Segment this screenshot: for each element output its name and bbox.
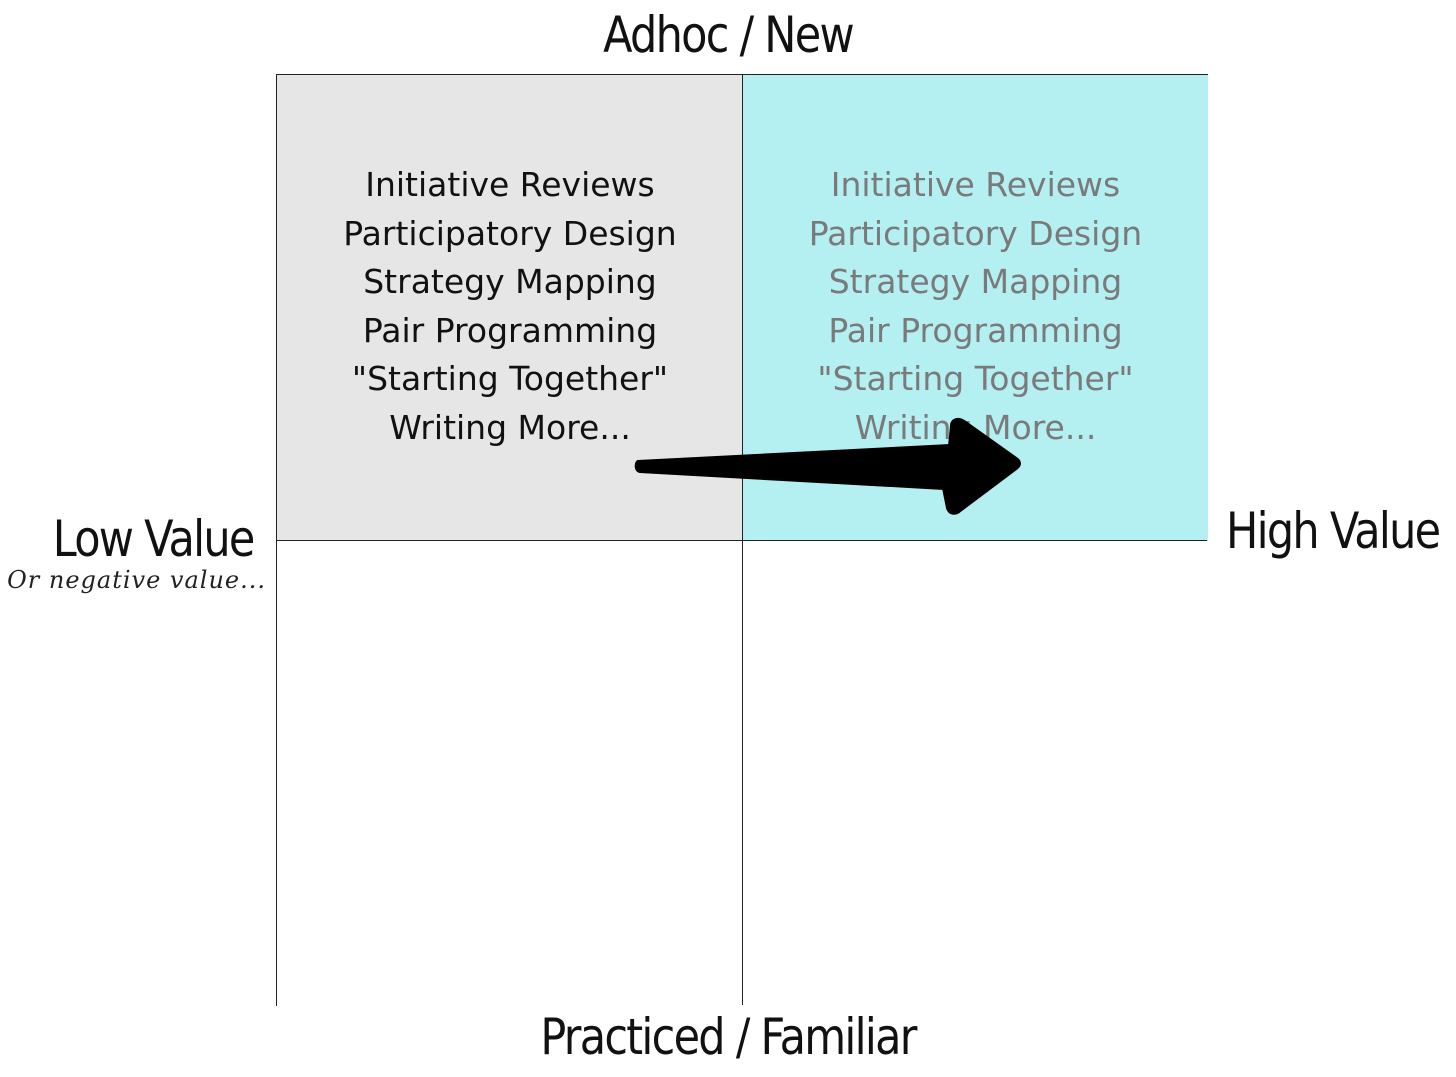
quadrant-top-left-list: Initiative Reviews Participatory Design …	[277, 161, 743, 453]
list-item: "Starting Together"	[817, 359, 1134, 399]
list-item: Initiative Reviews	[365, 165, 655, 204]
list-item: Participatory Design	[808, 213, 1143, 253]
axis-label-top: Adhoc / New	[603, 6, 855, 64]
quadrant-bottom-left	[277, 541, 743, 1006]
axis-label-left-note: Or negative value...	[7, 566, 266, 594]
axis-label-left: Low Value	[53, 510, 256, 568]
list-item: Initiative Reviews	[830, 165, 1121, 204]
list-item: Participatory Design	[343, 213, 677, 253]
list-item: Strategy Mapping	[828, 262, 1123, 302]
list-item: Pair Programming	[362, 310, 658, 350]
quadrant-grid: Initiative Reviews Participatory Design …	[276, 74, 1208, 1006]
list-item: Writing More...	[854, 407, 1097, 447]
quadrant-bottom-right	[743, 541, 1208, 1006]
quadrant-top-left: Initiative Reviews Participatory Design …	[277, 75, 743, 541]
axis-label-bottom: Practiced / Familiar	[540, 1008, 917, 1066]
list-item: "Starting Together"	[351, 359, 669, 399]
list-item: Strategy Mapping	[363, 262, 657, 302]
quadrant-top-right: Initiative Reviews Participatory Design …	[743, 75, 1208, 541]
axis-label-right: High Value	[1226, 502, 1441, 560]
quadrant-top-right-list: Initiative Reviews Participatory Design …	[743, 161, 1208, 453]
list-item: Pair Programming	[828, 310, 1123, 350]
list-item: Writing More...	[389, 407, 631, 447]
horizontal-divider	[277, 540, 1207, 541]
